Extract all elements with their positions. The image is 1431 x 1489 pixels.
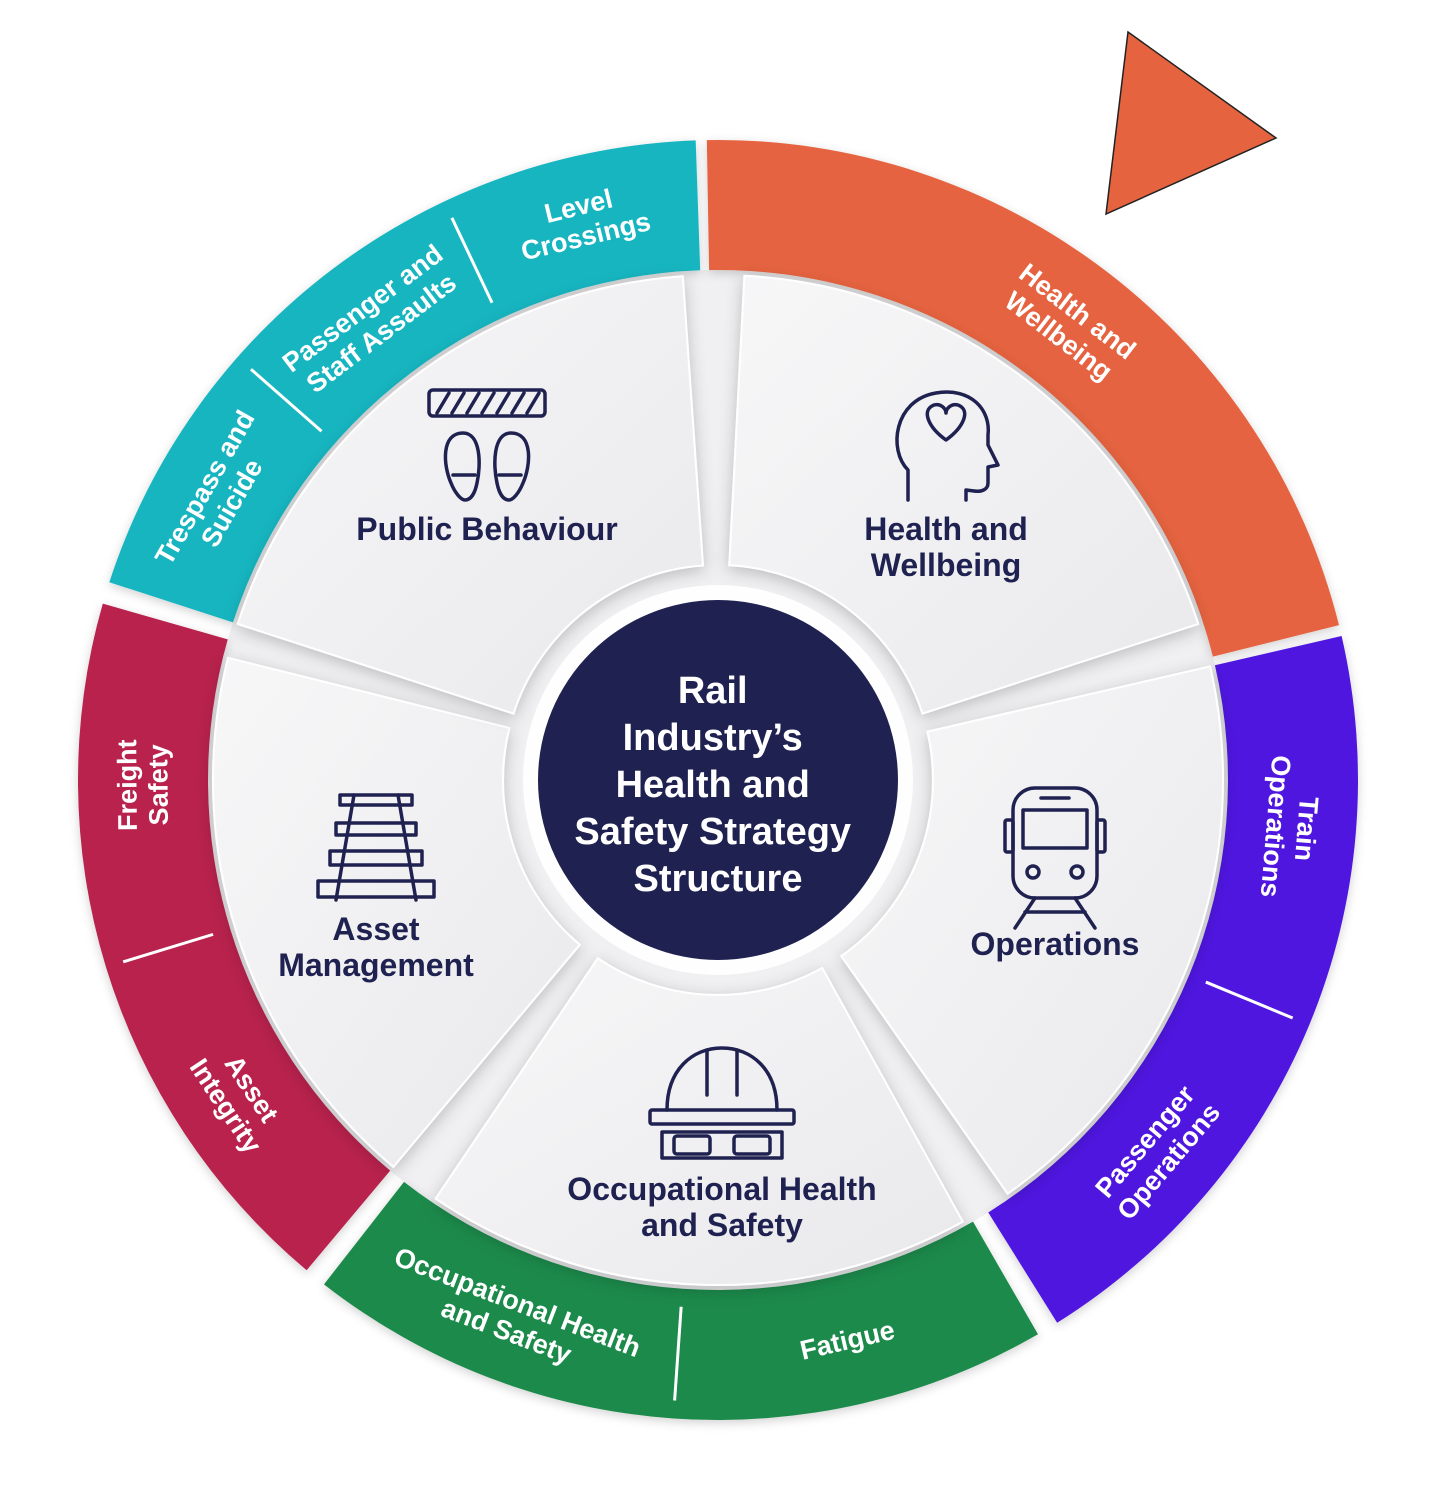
outer-band-divider — [122, 932, 214, 964]
inner-sector-operations[interactable] — [839, 665, 1224, 1196]
center-hub: Rail Industry’s Health and Safety Strate… — [523, 585, 913, 975]
outer-label-asset-management-2: FreightSafety — [112, 739, 174, 831]
footprints-barrier-icon — [427, 388, 547, 502]
inner-label-line: Occupational Health — [567, 1171, 876, 1207]
outer-label-line: Safety — [143, 744, 174, 825]
inner-label-line: Wellbeing — [871, 547, 1022, 583]
outer-band-occupational-health-and-safety — [323, 1181, 1038, 1421]
hard-hat-goggles-icon — [648, 1046, 796, 1160]
outer-label-line: Freight — [112, 739, 143, 831]
inner-label-public-behaviour: Public Behaviour — [356, 511, 617, 547]
railway-track-icon — [316, 793, 436, 902]
outer-band-public-behaviour — [109, 140, 701, 623]
inner-sector-health-and-wellbeing[interactable] — [728, 274, 1200, 715]
inner-label-operations: Operations — [971, 926, 1140, 962]
center-title-line-3: Health and — [616, 764, 810, 806]
outer-band-divider — [450, 217, 494, 304]
outer-ring: Health andWellbeingTrainOperationsPassen… — [77, 140, 1358, 1421]
outer-label-line: Train — [1289, 796, 1324, 863]
outer-band-asset-management — [77, 603, 391, 1271]
inner-label-line: Public Behaviour — [356, 511, 617, 547]
outer-band-health-and-wellbeing — [706, 140, 1339, 657]
inner-sector-occupational-health-and-safety[interactable] — [434, 956, 965, 1286]
outer-band-divider — [673, 1306, 683, 1401]
inner-label-line: and Safety — [641, 1207, 803, 1243]
center-title-line-4: Safety Strategy — [574, 811, 851, 853]
inner-label-line: Health and — [864, 511, 1028, 547]
inner-label-line: Management — [278, 947, 474, 983]
triangle-pointer-icon — [1105, 30, 1278, 216]
inner-sector-public-behaviour[interactable] — [236, 275, 705, 715]
center-title-line-5: Structure — [634, 858, 803, 900]
center-circle — [538, 600, 898, 960]
outer-band-operations — [988, 636, 1358, 1323]
outer-band-divider — [249, 368, 323, 433]
outer-band-divider — [1205, 980, 1294, 1020]
inner-label-line: Asset — [332, 911, 420, 947]
center-title: Rail Industry’s Health and Safety Strate… — [574, 670, 861, 900]
center-title-line-2: Industry’s — [623, 717, 803, 759]
train-icon — [1003, 786, 1107, 930]
center-title-line-1: Rail — [678, 670, 748, 712]
inner-label-line: Operations — [971, 926, 1140, 962]
inner-sector-asset-management[interactable] — [212, 656, 582, 1169]
head-heart-icon — [895, 390, 1000, 502]
